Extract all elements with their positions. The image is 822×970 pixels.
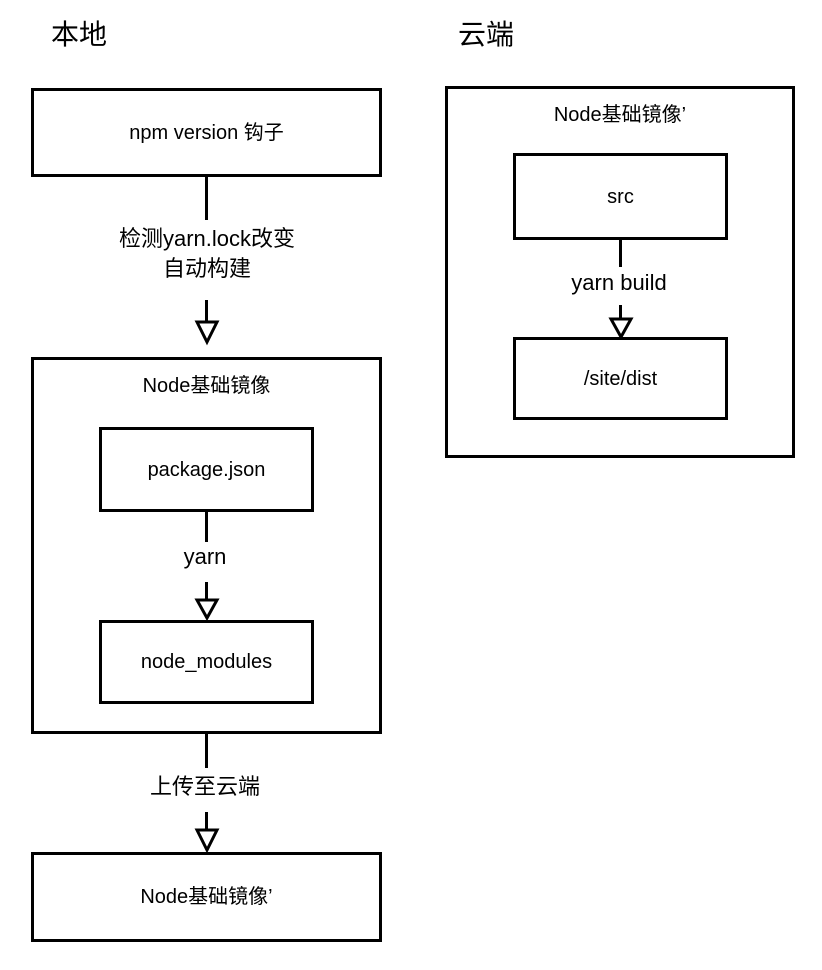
edge-line-detect-stub: [205, 300, 208, 322]
edge-label-yarn: yarn: [183, 544, 227, 569]
box-src[interactable]: src: [513, 153, 728, 240]
box-site-dist-label: /site/dist: [583, 367, 658, 390]
section-title-local: 本地: [51, 19, 108, 50]
edge-label-yarn-build: yarn build: [571, 270, 667, 295]
box-node-modules[interactable]: node_modules: [99, 620, 314, 704]
box-npm-version-hook-label: npm version 钩子: [129, 121, 284, 144]
box-site-dist[interactable]: /site/dist: [513, 337, 728, 420]
edge-line-package-to-yarn: [205, 512, 208, 542]
edge-line-yarn-build-stub: [619, 305, 622, 319]
edge-line-src-to-yarn-build: [619, 240, 622, 267]
box-node-base-image-prime-local-label: Node基础镜像’: [140, 886, 273, 908]
edge-label-upload-to-cloud: 上传至云端: [149, 774, 260, 799]
edge-label-detect-yarnlock-line2: 自动构建: [162, 256, 251, 281]
box-package-json[interactable]: package.json: [99, 427, 314, 512]
container-node-base-image-label: Node基础镜像: [142, 375, 271, 397]
box-node-modules-label: node_modules: [140, 651, 273, 673]
section-title-cloud: 云端: [458, 19, 515, 50]
edge-label-detect-yarnlock-line1: 检测yarn.lock改变: [118, 226, 296, 251]
edge-line-yarn-stub: [205, 582, 208, 600]
box-package-json-label: package.json: [147, 458, 266, 481]
edge-line-container-to-upload: [205, 734, 208, 768]
edge-label-detect-yarnlock: 检测yarn.lock改变 自动构建: [45, 224, 369, 284]
box-npm-version-hook[interactable]: npm version 钩子: [31, 88, 382, 177]
edge-line-hook-to-node-image: [205, 177, 208, 220]
box-src-label: src: [607, 185, 634, 208]
container-node-base-image-prime-cloud-label: Node基础镜像’: [553, 104, 687, 126]
edge-line-upload-stub: [205, 812, 208, 830]
box-node-base-image-prime-local[interactable]: Node基础镜像’: [31, 852, 382, 942]
